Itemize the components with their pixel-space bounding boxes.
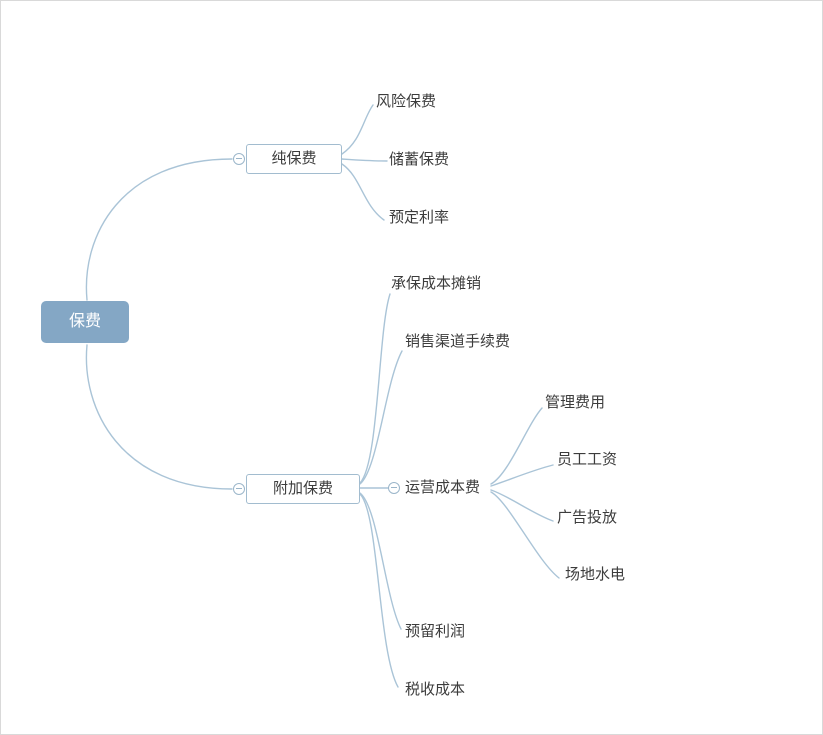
connector-root-additional-premium — [85, 344, 233, 490]
node-operating-cost[interactable]: 运营成本费 — [405, 479, 481, 496]
connector-pure-savings — [341, 158, 388, 162]
connector-additional-sales-channel — [359, 350, 403, 485]
node-pure-premium[interactable]: 纯保费 — [246, 144, 342, 174]
node-employee-salary[interactable]: 员工工资 — [557, 451, 618, 468]
node-guaranteed-interest-rate[interactable]: 预定利率 — [389, 209, 450, 226]
node-sales-channel-fee[interactable]: 销售渠道手续费 — [405, 333, 511, 350]
connector-operating-management — [490, 407, 543, 485]
connector-pure-risk — [341, 104, 374, 155]
node-additional-premium[interactable]: 附加保费 — [246, 474, 360, 504]
node-tax-cost[interactable]: 税收成本 — [405, 681, 466, 698]
node-ad-spend[interactable]: 广告投放 — [557, 509, 618, 526]
connector-operating-venue — [490, 491, 560, 579]
collapse-button-pure-premium minus-circle-icon[interactable] — [233, 153, 245, 165]
node-risk-premium[interactable]: 风险保费 — [376, 93, 437, 110]
node-savings-premium[interactable]: 储蓄保费 — [389, 151, 450, 168]
connector-additional-tax — [359, 493, 399, 688]
collapse-button-additional-premium minus-circle-icon[interactable] — [233, 483, 245, 495]
connector-additional-underwriting — [359, 293, 391, 484]
node-root[interactable]: 保费 — [41, 301, 129, 343]
node-underwriting-cost-amortization[interactable]: 承保成本摊销 — [391, 275, 482, 292]
connector-root-pure-premium — [85, 158, 233, 301]
node-venue-utilities[interactable]: 场地水电 — [565, 566, 626, 583]
connector-operating-ads — [490, 489, 554, 522]
node-management-expense[interactable]: 管理费用 — [545, 394, 606, 411]
connector-operating-salary — [490, 464, 554, 487]
collapse-button-operating-cost minus-circle-icon[interactable] — [388, 482, 400, 494]
connector-additional-reserved-profit — [359, 492, 402, 630]
connector-pure-rate — [341, 163, 385, 221]
node-reserved-profit[interactable]: 预留利润 — [405, 623, 466, 640]
